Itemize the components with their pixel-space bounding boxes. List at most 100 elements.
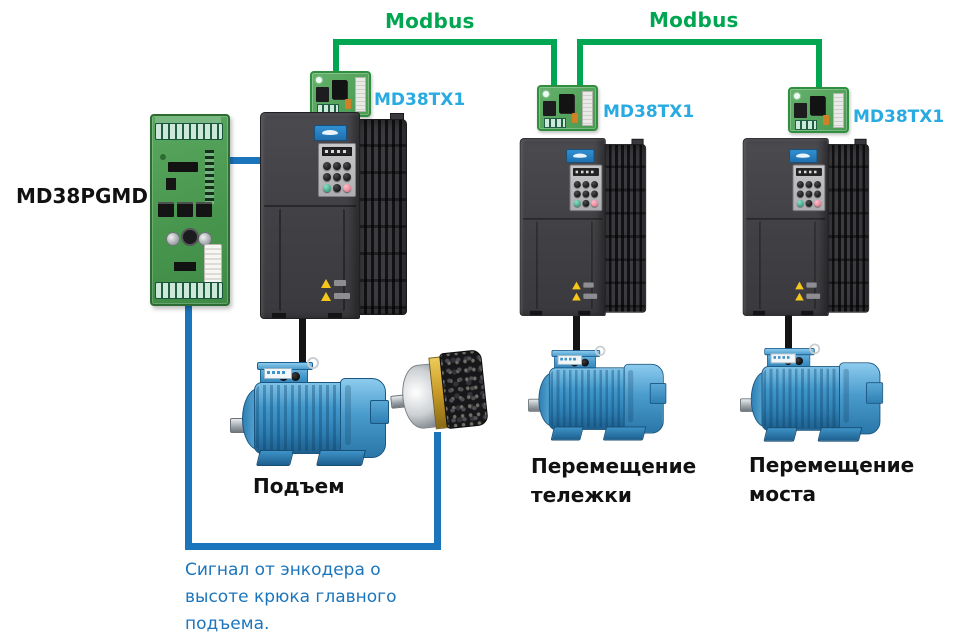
vfd-drive-trolley — [518, 138, 647, 317]
md38tx1-module-3 — [788, 87, 849, 133]
motor-label-trolley: Перемещение тележки — [531, 454, 697, 507]
md38tx1-module-1 — [310, 71, 371, 117]
cable-gland-icon — [581, 358, 589, 367]
chip-icon — [316, 87, 329, 102]
motor-foot — [763, 427, 798, 442]
warning-triangle-icon — [321, 292, 331, 301]
junction-box — [866, 382, 884, 404]
eye-bolt-icon — [307, 357, 319, 369]
connector-icon — [355, 77, 366, 112]
modbus-label-1: Modbus — [385, 9, 475, 33]
chip-icon — [810, 96, 825, 115]
warning-triangle-icon — [795, 292, 804, 301]
warning-triangle-icon — [572, 292, 581, 301]
drive2-motor-cable — [573, 316, 580, 358]
drive-foot — [328, 313, 342, 318]
mounting-hole-icon — [160, 154, 166, 160]
drive-vent-grille — [602, 144, 647, 313]
motor-bridge — [740, 343, 884, 442]
panel-seam — [746, 217, 826, 220]
encoder-signal-line-left — [185, 294, 192, 550]
chip-icon — [332, 80, 347, 99]
capacitor-icon — [823, 115, 829, 125]
capacitor-icon — [345, 99, 351, 109]
terminal-block-icon — [155, 282, 223, 299]
md38tx1-label-2: MD38TX1 — [603, 102, 695, 122]
drive-foot — [272, 313, 286, 318]
modbus-label-2: Modbus — [649, 8, 739, 32]
drive-front-panel — [742, 138, 829, 317]
terminal-cover — [279, 209, 345, 311]
chip-icon — [177, 202, 193, 217]
pg-card-to-drive-link — [222, 157, 264, 164]
warning-text — [583, 293, 598, 299]
terminal-cover — [759, 221, 816, 310]
led-icon — [316, 77, 322, 83]
encoder-signal-line-bottom — [185, 543, 441, 550]
cable-gland-icon — [291, 372, 300, 381]
vfd-drive-bridge — [741, 138, 870, 317]
pin-header-icon — [205, 150, 214, 204]
motor-body — [548, 367, 631, 431]
drive-display — [322, 147, 352, 156]
keypad-buttons — [322, 160, 352, 193]
brand-badge-icon — [566, 149, 595, 163]
motor-foot — [550, 426, 584, 441]
drive-keypad — [318, 143, 356, 197]
drive-vent-grille — [356, 119, 407, 315]
md38pgmd-card — [150, 114, 230, 306]
brand-badge-icon — [314, 125, 347, 141]
warning-triangle-icon — [795, 281, 804, 290]
motor-foot — [316, 450, 366, 466]
panel-seam — [264, 205, 356, 207]
keypad-buttons — [573, 179, 599, 207]
motor-label-bridge: Перемещение моста — [749, 453, 915, 506]
drive-keypad — [569, 164, 603, 212]
drive-display — [796, 168, 822, 176]
connector-icon — [833, 93, 844, 128]
md38tx1-label-3: MD38TX1 — [853, 107, 945, 127]
warning-triangle-icon — [572, 281, 581, 290]
motor-foot — [256, 450, 294, 466]
terminal-block-icon — [544, 118, 566, 128]
terminal-cover — [536, 221, 593, 310]
led-icon — [794, 93, 800, 99]
drive-display — [573, 168, 599, 176]
md38tx1-label-1: MD38TX1 — [374, 90, 466, 110]
warning-text — [583, 282, 594, 288]
motor-foot — [817, 427, 863, 442]
capacitor-icon — [166, 232, 180, 246]
drive-front-panel — [519, 138, 606, 317]
chip-icon — [794, 103, 807, 118]
junction-box — [370, 400, 389, 424]
led-icon — [543, 91, 549, 97]
capacitor-icon — [181, 228, 199, 246]
vfd-drive-hoist — [258, 112, 408, 319]
brand-badge-icon — [789, 149, 818, 163]
warning-labels — [321, 279, 351, 307]
modbus-drop-module-3 — [816, 39, 822, 91]
modbus-bus-line-1 — [333, 39, 557, 45]
modbus-drop-module-2b — [577, 39, 583, 89]
motor-label-hoist: Подъем — [253, 474, 345, 498]
chip-icon — [168, 162, 198, 172]
motor-body — [254, 382, 348, 454]
drive-front-panel — [260, 112, 360, 319]
panel-seam — [523, 217, 603, 220]
warning-labels — [795, 281, 821, 306]
warning-text — [334, 280, 346, 286]
terminal-block-icon — [795, 120, 817, 130]
motor-nameplate — [557, 355, 582, 365]
drive-vent-grille — [825, 144, 870, 313]
chip-icon — [196, 202, 212, 217]
drive-foot — [801, 310, 814, 316]
drive-foot — [530, 310, 543, 316]
chip-icon — [174, 262, 196, 271]
warning-labels — [572, 281, 598, 306]
md38pgmd-label: MD38PGMD — [16, 184, 148, 208]
motor-foot — [602, 426, 647, 441]
eye-bolt-icon — [594, 345, 606, 357]
encoder-signal-line-right — [434, 432, 441, 550]
keypad-buttons — [796, 179, 822, 207]
